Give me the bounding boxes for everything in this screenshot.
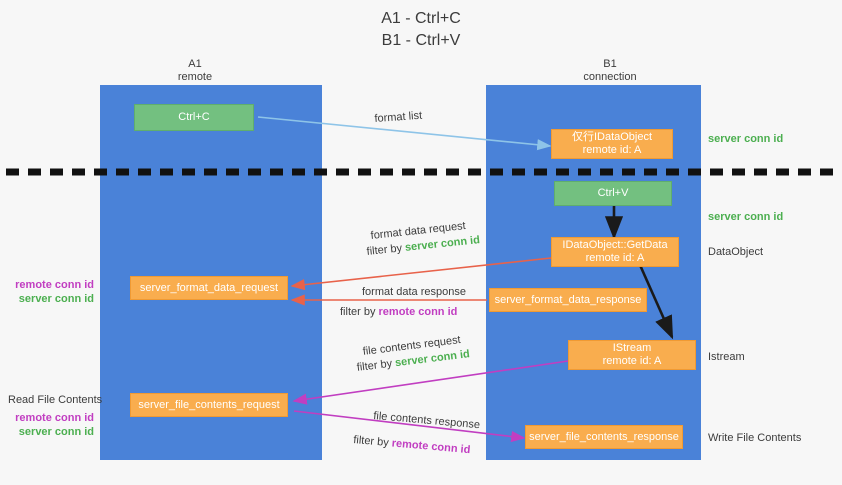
box-server-file-contents-response-label: server_file_contents_response xyxy=(529,430,679,443)
box-getdata-line1: IDataObject::GetData xyxy=(562,239,668,251)
box-ctrl-v[interactable]: Ctrl+V xyxy=(554,181,672,206)
left-server-conn-id-2: server conn id xyxy=(18,426,94,438)
left-label-conn-ids-format: remote conn id server conn id xyxy=(6,278,94,306)
box-getdata-line2: remote id: A xyxy=(585,252,645,264)
side-label-server-conn-id-top: server conn id xyxy=(708,133,784,145)
box-ctrl-c[interactable]: Ctrl+C xyxy=(134,104,254,131)
box-idataobject[interactable]: 仅行IDataObject remote id: A xyxy=(551,129,673,159)
side-label-istream: Istream xyxy=(708,351,745,363)
box-server-format-data-response[interactable]: server_format_data_response xyxy=(489,288,647,312)
left-label-conn-ids-file: remote conn id server conn id xyxy=(6,411,94,439)
box-server-format-data-response-label: server_format_data_response xyxy=(494,293,642,306)
lane-a1-name: A1 xyxy=(188,58,202,70)
box-server-file-contents-response[interactable]: server_file_contents_response xyxy=(525,425,683,449)
box-server-format-data-request[interactable]: server_format_data_request xyxy=(130,276,288,300)
edge-file-contents-response xyxy=(293,410,526,443)
box-ctrl-c-label: Ctrl+C xyxy=(178,111,210,123)
box-getdata[interactable]: IDataObject::GetData remote id: A xyxy=(551,237,679,267)
box-ctrl-v-label: Ctrl+V xyxy=(597,187,629,199)
edge-format-data-request xyxy=(290,257,552,291)
side-label-server-conn-id-mid: server conn id xyxy=(708,211,784,223)
box-server-format-data-request-label: server_format_data_request xyxy=(139,281,279,294)
lane-header-a1: A1 remote xyxy=(130,58,260,84)
side-label-write-file-contents: Write File Contents xyxy=(708,432,802,444)
box-idataobject-line1: 仅行IDataObject xyxy=(571,131,653,143)
box-istream[interactable]: IStream remote id: A xyxy=(568,340,696,370)
lane-b1-name: B1 xyxy=(603,58,617,70)
lane-b1-sub: connection xyxy=(583,71,637,83)
title-line-2: B1 - Ctrl+V xyxy=(381,32,461,49)
filter-prefix-4: filter by xyxy=(352,433,393,450)
edge-format-list xyxy=(257,116,552,151)
label-filter-format-data-response: filter by remote conn id xyxy=(340,305,457,319)
box-server-file-contents-request[interactable]: server_file_contents_request xyxy=(130,393,288,417)
side-label-dataobject: DataObject xyxy=(708,246,764,258)
left-remote-conn-id-1: remote conn id xyxy=(15,279,94,291)
title-line-1: A1 - Ctrl+C xyxy=(381,10,461,27)
lane-a1-sub: remote xyxy=(177,71,213,83)
filter-prefix-2: filter by xyxy=(340,306,379,318)
box-istream-line1: IStream xyxy=(612,342,652,354)
page-title: A1 - Ctrl+C B1 - Ctrl+V xyxy=(0,8,842,52)
label-format-data-response: format data response xyxy=(362,286,466,298)
left-server-conn-id-1: server conn id xyxy=(18,293,94,305)
box-istream-line2: remote id: A xyxy=(602,355,662,367)
remote-conn-id-1: remote conn id xyxy=(378,306,458,318)
edge-file-contents-request xyxy=(292,360,569,405)
box-server-file-contents-request-label: server_file_contents_request xyxy=(138,398,280,411)
left-remote-conn-id-2: remote conn id xyxy=(15,412,94,424)
box-idataobject-line2: remote id: A xyxy=(582,144,642,156)
edge-getdata-to-istream xyxy=(638,264,674,340)
lane-header-b1: B1 connection xyxy=(545,58,675,84)
left-label-read-file-contents: Read File Contents xyxy=(8,394,103,406)
filter-prefix-1: filter by xyxy=(366,241,406,258)
